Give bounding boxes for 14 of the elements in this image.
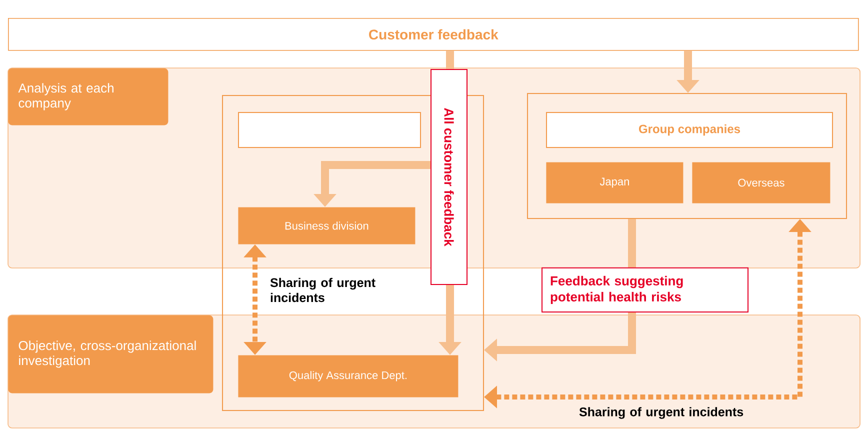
edge-label: Feedback suggesting potential health risks <box>542 267 748 313</box>
edge-label: All customer feedback <box>430 69 468 285</box>
region-box: Overseas <box>692 162 830 204</box>
section-tab: Analysis at each company <box>8 68 168 126</box>
edge-label: Sharing of urgent incidents <box>270 278 376 302</box>
frame <box>527 93 847 219</box>
section-tab: Objective, cross-organizational investigation <box>8 315 214 394</box>
edge-label: Sharing of urgent incidents <box>579 407 744 419</box>
header-box: Customer feedback <box>8 18 859 51</box>
department-box: Quality Assurance Dept. <box>238 355 458 398</box>
group-box: Group companies <box>546 112 833 148</box>
region-box: Japan <box>546 162 684 204</box>
name-box <box>238 112 421 148</box>
frame <box>222 95 484 411</box>
